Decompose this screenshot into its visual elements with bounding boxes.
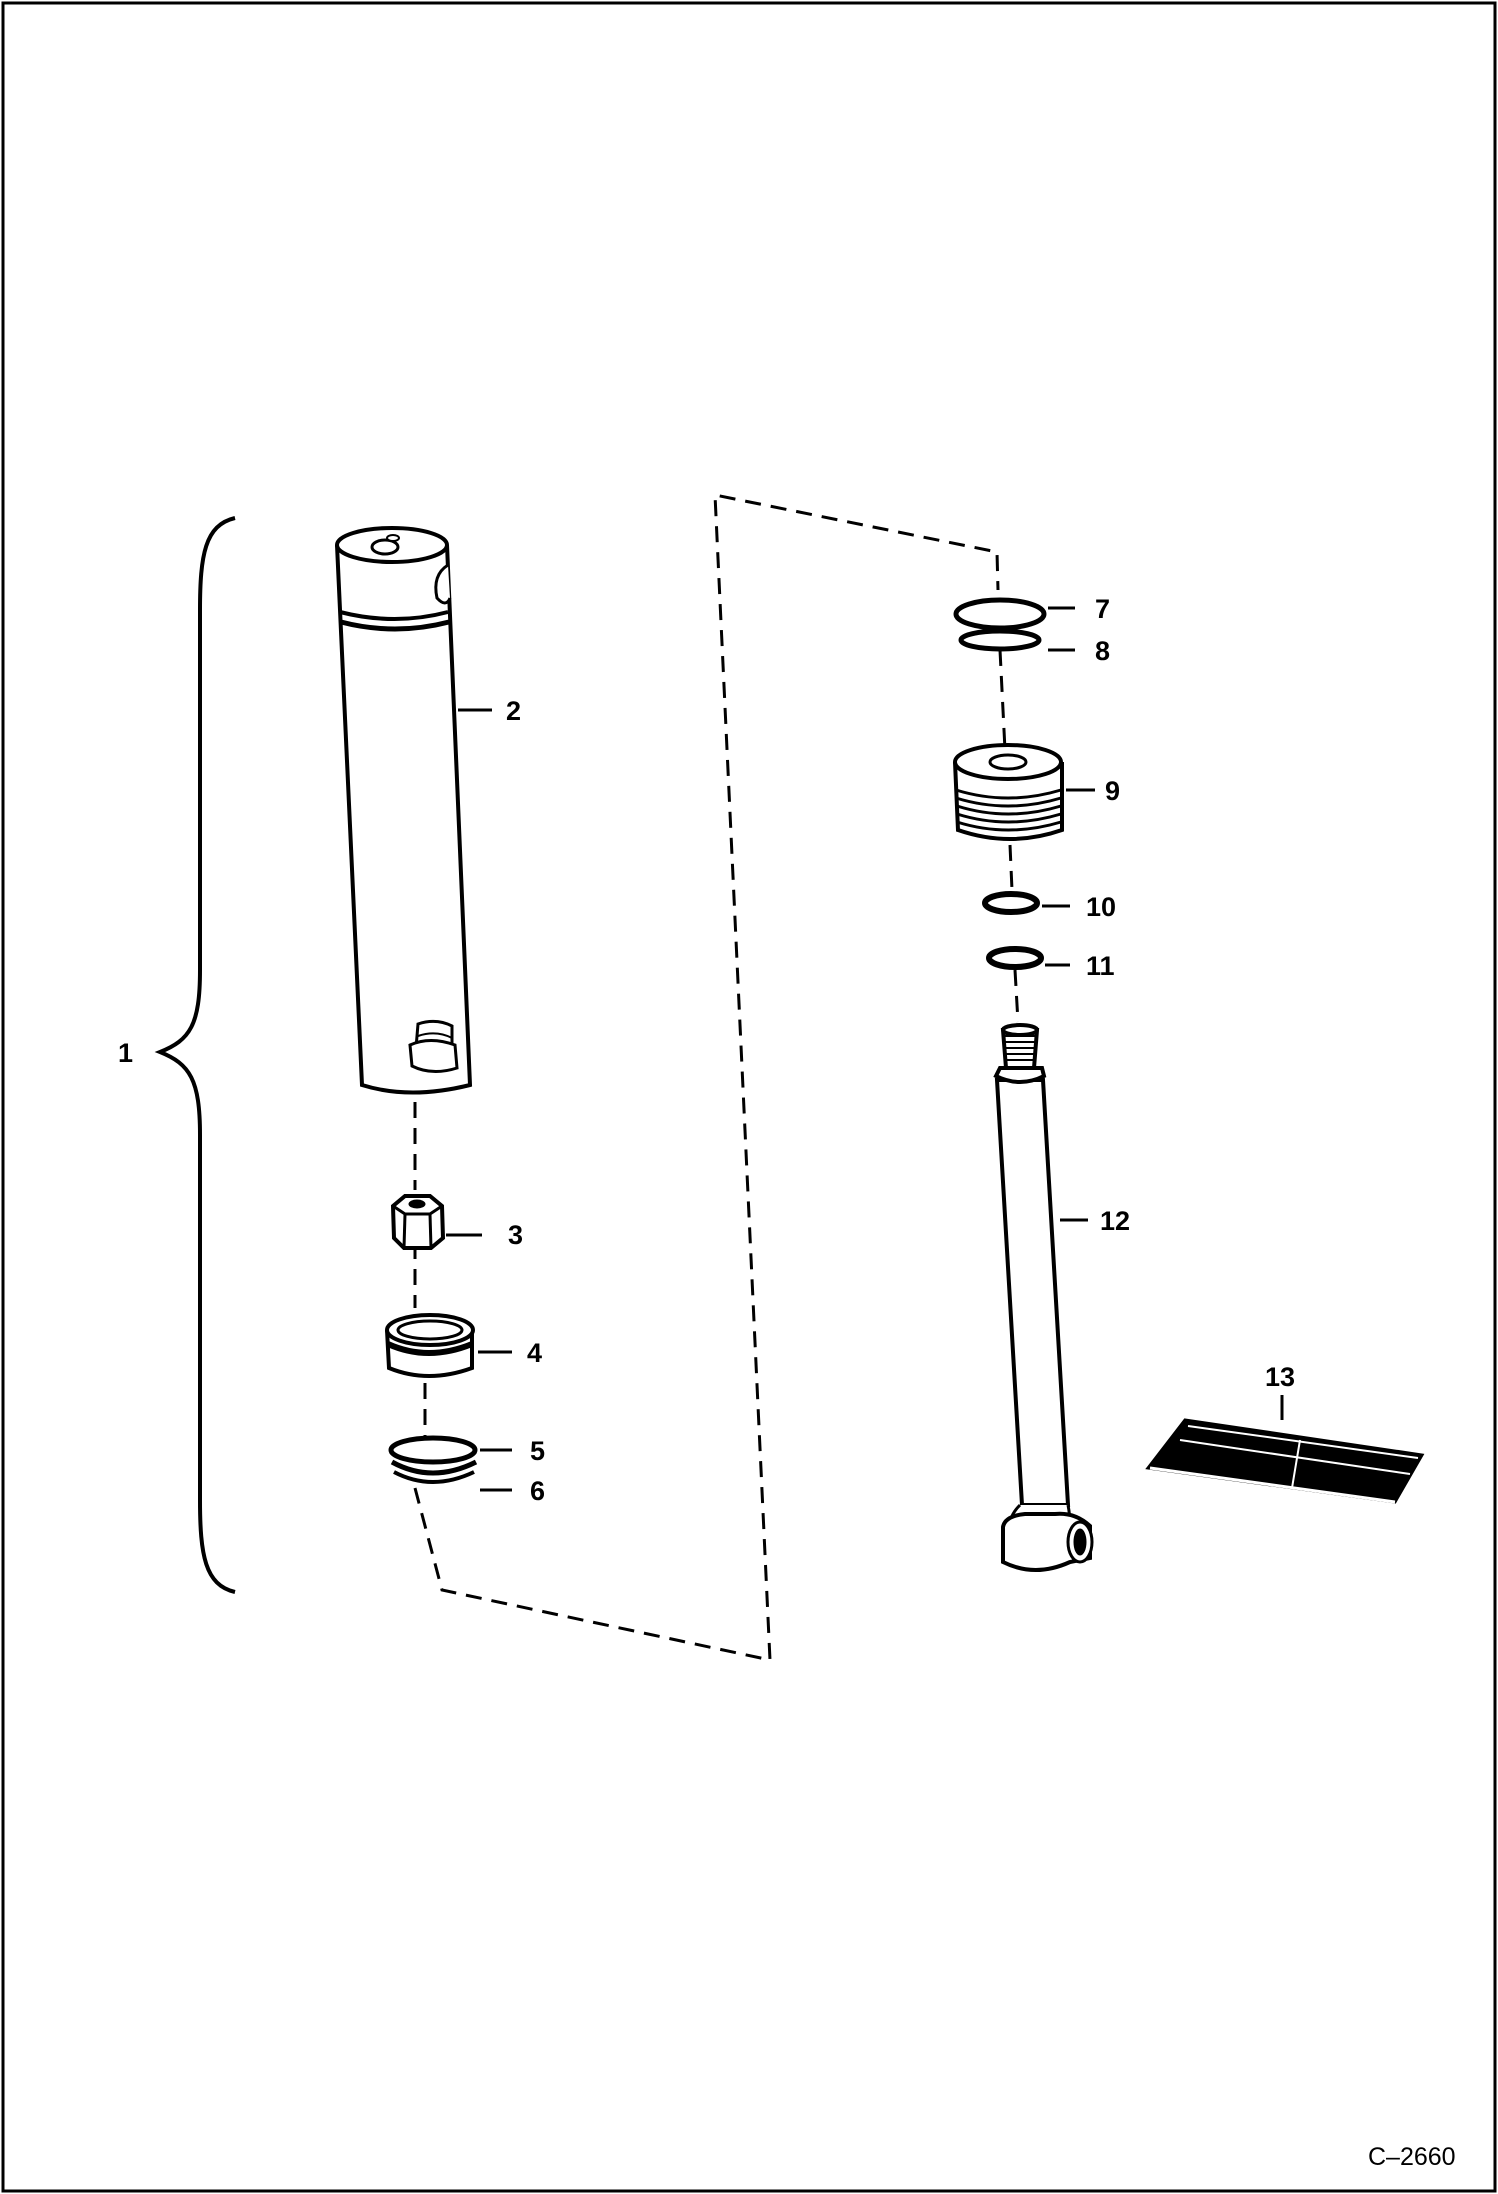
figure-code: C–2660 xyxy=(1368,2143,1456,2171)
callout-3: 3 xyxy=(508,1220,523,1250)
part-7-ring xyxy=(953,597,1047,631)
part-11-o-ring xyxy=(986,946,1044,970)
part-6-seal xyxy=(390,1459,478,1484)
callout-7: 7 xyxy=(1095,594,1110,624)
callout-6: 6 xyxy=(530,1476,545,1506)
leader-lines xyxy=(446,606,1284,1492)
callout-5: 5 xyxy=(530,1436,545,1466)
guide-dash-9-10 xyxy=(1008,844,1014,891)
callout-12: 12 xyxy=(1100,1206,1130,1236)
assembly-guide-dashed-line xyxy=(413,493,1000,1662)
part-3-hex-nut xyxy=(390,1194,446,1250)
callout-9: 9 xyxy=(1105,776,1120,806)
part-12-rod xyxy=(993,1023,1094,1572)
part-2-cylinder-barrel xyxy=(335,526,473,1095)
callout-10: 10 xyxy=(1086,892,1116,922)
part-8-ring xyxy=(958,628,1042,652)
callout-2: 2 xyxy=(506,696,521,726)
callout-11: 11 xyxy=(1086,951,1115,981)
callout-8: 8 xyxy=(1095,636,1110,666)
part-10-o-ring xyxy=(982,891,1040,915)
part-4-gland xyxy=(385,1313,475,1378)
assembly-bracket xyxy=(154,516,236,1594)
part-9-piston xyxy=(953,743,1064,841)
callout-1: 1 xyxy=(118,1038,133,1068)
callout-4: 4 xyxy=(527,1338,542,1368)
guide-dash-11-12 xyxy=(1013,969,1020,1023)
guide-dash-8-9 xyxy=(998,649,1007,751)
part-5-ring xyxy=(388,1435,478,1465)
callout-13: 13 xyxy=(1265,1362,1295,1392)
part-13-seal-kit-packet xyxy=(1145,1418,1425,1504)
